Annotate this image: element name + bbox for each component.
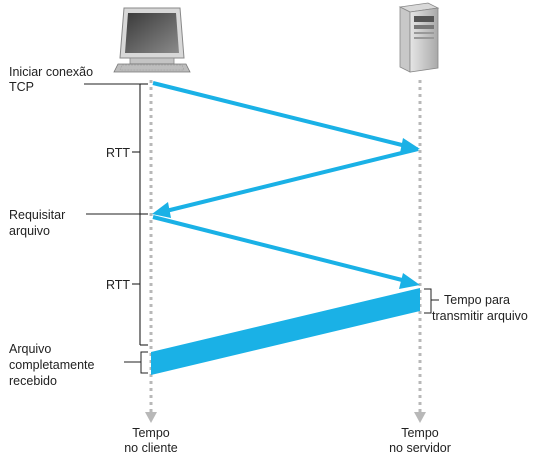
synack-arrow bbox=[152, 147, 419, 218]
server-time-label-line2: no servidor bbox=[389, 441, 451, 455]
file-received-label-line1: Arquivo bbox=[9, 342, 51, 356]
rtt-label-first: RTT bbox=[106, 146, 130, 160]
file-received-label-line2: completamente bbox=[9, 358, 95, 372]
server-time-label-line1: Tempo bbox=[401, 426, 439, 440]
server-timeline-arrowhead bbox=[414, 412, 426, 423]
transmit-time-bracket bbox=[424, 288, 439, 314]
transmit-time-label-line1: Tempo para bbox=[444, 293, 510, 307]
desktop-computer-icon bbox=[113, 7, 191, 73]
request-arrow bbox=[152, 215, 420, 289]
request-file-label-line2: arquivo bbox=[9, 224, 50, 238]
client-time-label-line1: Tempo bbox=[132, 426, 170, 440]
init-connection-label-line1: Iniciar conexão bbox=[9, 65, 93, 79]
file-transmission-band bbox=[151, 288, 420, 375]
file-received-label-line3: recebido bbox=[9, 374, 57, 388]
init-connection-label-line2: TCP bbox=[9, 80, 34, 94]
client-time-label-line2: no cliente bbox=[124, 441, 178, 455]
rtt-label-second: RTT bbox=[106, 278, 130, 292]
syn-arrow bbox=[152, 81, 420, 153]
label-leaders bbox=[84, 83, 148, 374]
request-file-label-line1: Requisitar bbox=[9, 208, 65, 222]
server-tower-icon bbox=[398, 2, 440, 73]
client-timeline-arrowhead bbox=[145, 412, 157, 423]
transmit-time-label-line2: transmitir arquivo bbox=[432, 309, 528, 323]
